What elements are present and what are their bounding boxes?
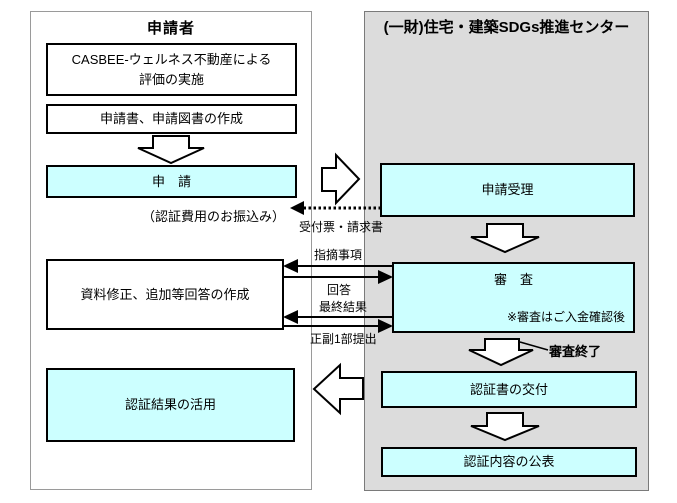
evaluation-box: CASBEE-ウェルネス不動産による 評価の実施 (46, 43, 297, 96)
publish-box: 認証内容の公表 (381, 447, 637, 477)
review-box-label: 審 査 (493, 272, 533, 287)
applicant-title: 申請者 (146, 20, 195, 37)
review-note: ※審査はご入金確認後 (506, 310, 625, 324)
apply-box: 申 請 (46, 165, 297, 198)
evaluation-box-text: CASBEE-ウェルネス不動産による 評価の実施 (71, 52, 272, 87)
receipt-invoice-label: 受付票・請求書 (299, 220, 384, 234)
remarks-label: 指摘事項 (314, 248, 363, 262)
certificate-box: 認証書の交付 (381, 371, 637, 408)
final-result-label: 最終結果 (319, 300, 368, 314)
reply-label: 回答 (327, 283, 352, 297)
payment-note: （認証費用のお振込み） (141, 209, 285, 224)
right-block-arrow (321, 152, 361, 206)
utilize-box: 認証結果の活用 (46, 368, 295, 442)
review-box: 審 査 ※審査はご入金確認後 (392, 262, 635, 333)
sdgs-center-panel (364, 11, 649, 491)
submit-one-copy-label: 正副1部提出 (310, 332, 377, 346)
revision-box: 資料修正、追加等回答の作成 (46, 259, 284, 330)
left-block-arrow (312, 362, 364, 416)
documents-box: 申請書、申請図書の作成 (46, 104, 297, 134)
review-end-label: 審査終了 (549, 344, 602, 359)
sdgs-center-title: (一財)住宅・建築SDGs推進センター (383, 19, 630, 36)
accept-box: 申請受理 (380, 163, 635, 217)
